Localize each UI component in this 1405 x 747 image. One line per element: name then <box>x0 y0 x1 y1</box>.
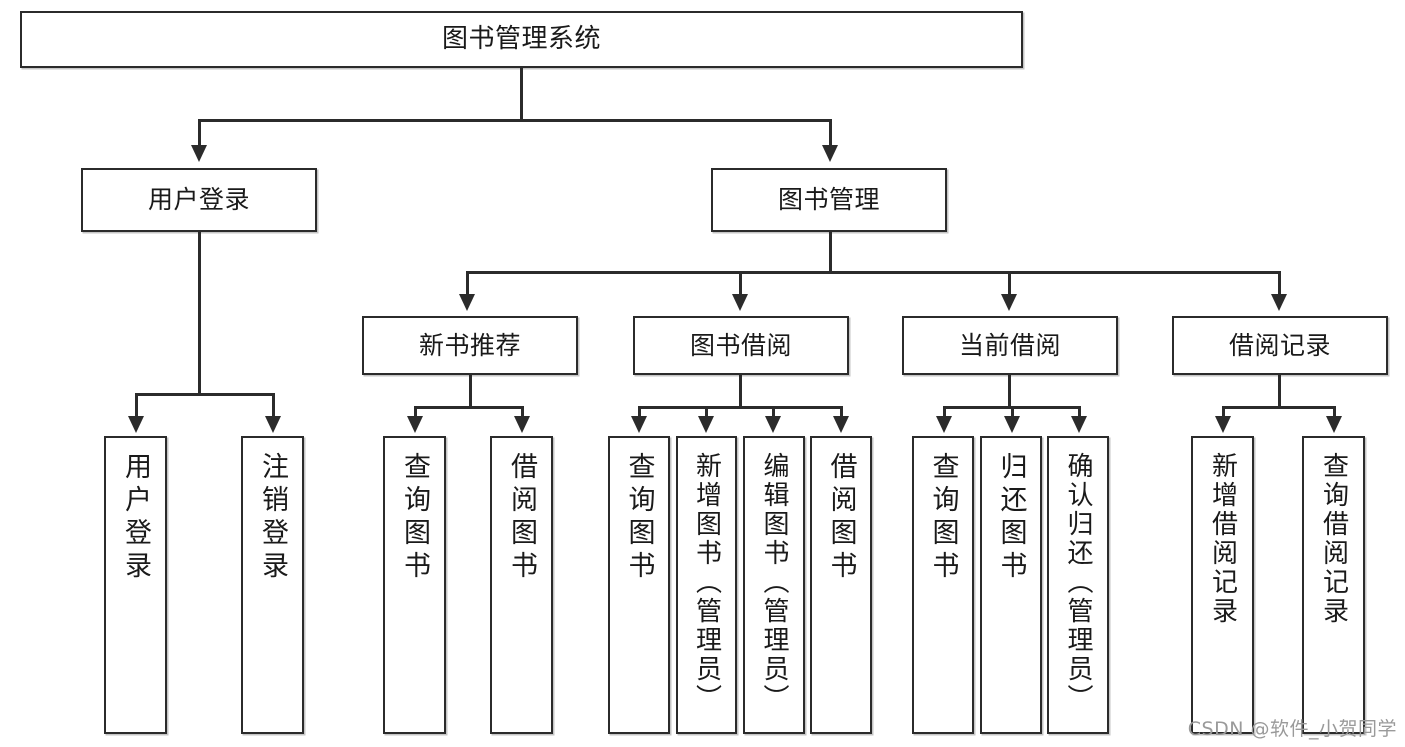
leaf-current-borrow-confirm-return-admin[interactable]: 确认归还（管理员） <box>1047 436 1109 734</box>
connector-drop-leaf-cb-1 <box>943 406 946 418</box>
connector-drop-current-borrow <box>1008 271 1011 296</box>
leaf-user-login-logout[interactable]: 注销登录 <box>241 436 304 734</box>
arrow-to-leaf-cb-1 <box>936 416 952 433</box>
connector-drop-leaf-br-1 <box>1222 406 1225 418</box>
connector-user-login-stem <box>198 232 201 394</box>
leaf-new-book-recommend-borrow-book[interactable]: 借阅图书 <box>490 436 553 734</box>
connector-book-borrow-bus <box>638 406 842 409</box>
arrow-to-leaf-bb-1 <box>631 416 647 433</box>
connector-drop-borrow-record <box>1278 271 1281 296</box>
arrow-to-leaf-br-1 <box>1215 416 1231 433</box>
connector-borrow-record-bus <box>1222 406 1335 409</box>
node-borrow-record[interactable]: 借阅记录 <box>1172 316 1388 375</box>
leaf-book-borrow-borrow-book[interactable]: 借阅图书 <box>810 436 872 734</box>
leaf-book-borrow-add-book-admin[interactable]: 新增图书（管理员） <box>676 436 737 734</box>
connector-drop-leaf-nbr-1 <box>414 406 417 418</box>
node-label: 借阅记录 <box>1228 330 1331 360</box>
arrow-to-user-login <box>191 145 207 162</box>
connector-level2-bus <box>198 119 831 122</box>
connector-root-stem <box>520 68 523 120</box>
arrow-to-leaf-bb-3 <box>765 416 781 433</box>
arrow-to-leaf-user-login-1 <box>128 416 144 433</box>
node-label: 注销登录 <box>257 452 288 584</box>
node-label: 查询图书 <box>399 452 430 584</box>
node-label: 新书推荐 <box>418 330 521 360</box>
leaf-new-book-recommend-query-book[interactable]: 查询图书 <box>383 436 446 734</box>
leaf-book-borrow-edit-book-admin[interactable]: 编辑图书（管理员） <box>743 436 805 734</box>
node-label: 借阅图书 <box>825 452 857 584</box>
leaf-borrow-record-add-record[interactable]: 新增借阅记录 <box>1191 436 1254 734</box>
node-label: 归还图书 <box>995 452 1027 584</box>
node-user-login[interactable]: 用户登录 <box>81 168 317 232</box>
leaf-current-borrow-query-book[interactable]: 查询图书 <box>912 436 974 734</box>
connector-book-management-stem <box>829 232 832 272</box>
connector-drop-new-book-recommend <box>466 271 469 296</box>
arrow-to-leaf-user-login-2 <box>265 416 281 433</box>
arrow-to-leaf-cb-3 <box>1071 416 1087 433</box>
node-label: 新增借阅记录 <box>1207 452 1238 626</box>
connector-drop-leaf-cb-3 <box>1078 406 1081 418</box>
connector-drop-leaf-user-login-2 <box>272 393 275 418</box>
watermark-text: CSDN @软件_小贺同学 <box>1187 718 1397 740</box>
connector-drop-leaf-bb-1 <box>638 406 641 418</box>
connector-drop-leaf-user-login-1 <box>135 393 138 418</box>
node-new-book-recommend[interactable]: 新书推荐 <box>362 316 578 375</box>
node-label: 用户登录 <box>147 185 250 215</box>
node-label: 图书借阅 <box>689 330 792 360</box>
node-label: 查询图书 <box>927 452 959 584</box>
connector-level3-bus <box>466 271 1281 274</box>
node-current-borrow[interactable]: 当前借阅 <box>902 316 1118 375</box>
leaf-user-login-login[interactable]: 用户登录 <box>104 436 167 734</box>
connector-borrow-record-stem <box>1278 375 1281 407</box>
arrow-to-leaf-bb-4 <box>833 416 849 433</box>
connector-new-book-recommend-bus <box>414 406 524 409</box>
node-label: 查询借阅记录 <box>1318 452 1349 626</box>
arrow-to-leaf-nbr-2 <box>514 416 530 433</box>
node-book-borrow[interactable]: 图书借阅 <box>633 316 849 375</box>
arrow-to-current-borrow <box>1001 294 1017 311</box>
node-label: 用户登录 <box>120 452 151 584</box>
node-label: 编辑图书（管理员） <box>759 452 789 713</box>
node-book-management[interactable]: 图书管理 <box>711 168 947 232</box>
node-label: 确认归还（管理员） <box>1063 452 1093 713</box>
node-label: 当前借阅 <box>958 330 1061 360</box>
leaf-book-borrow-query-book[interactable]: 查询图书 <box>608 436 670 734</box>
arrow-to-new-book-recommend <box>459 294 475 311</box>
arrow-to-leaf-bb-2 <box>698 416 714 433</box>
connector-drop-leaf-bb-4 <box>840 406 843 418</box>
node-label: 图书管理系统 <box>441 24 601 55</box>
arrow-to-book-management <box>822 145 838 162</box>
node-label: 图书管理 <box>777 185 880 215</box>
connector-drop-book-management <box>829 119 832 147</box>
arrow-to-leaf-cb-2 <box>1004 416 1020 433</box>
connector-drop-leaf-br-2 <box>1333 406 1336 418</box>
arrow-to-book-borrow <box>732 294 748 311</box>
connector-current-borrow-stem <box>1008 375 1011 407</box>
connector-drop-leaf-nbr-2 <box>521 406 524 418</box>
node-label: 新增图书（管理员） <box>691 452 722 713</box>
leaf-borrow-record-query-record[interactable]: 查询借阅记录 <box>1302 436 1365 734</box>
node-label: 借阅图书 <box>506 452 537 584</box>
connector-new-book-recommend-stem <box>469 375 472 407</box>
arrow-to-leaf-br-2 <box>1326 416 1342 433</box>
connector-drop-leaf-cb-2 <box>1011 406 1014 418</box>
arrow-to-borrow-record <box>1271 294 1287 311</box>
node-book-management-system[interactable]: 图书管理系统 <box>20 11 1023 68</box>
connector-drop-leaf-bb-2 <box>705 406 708 418</box>
node-label: 查询图书 <box>623 452 655 584</box>
connector-user-login-bus <box>135 393 272 396</box>
arrow-to-leaf-nbr-1 <box>407 416 423 433</box>
connector-drop-user-login <box>198 119 201 147</box>
leaf-current-borrow-return-book[interactable]: 归还图书 <box>980 436 1042 734</box>
connector-drop-leaf-bb-3 <box>772 406 775 418</box>
connector-drop-book-borrow <box>739 271 742 296</box>
connector-book-borrow-stem <box>739 375 742 407</box>
